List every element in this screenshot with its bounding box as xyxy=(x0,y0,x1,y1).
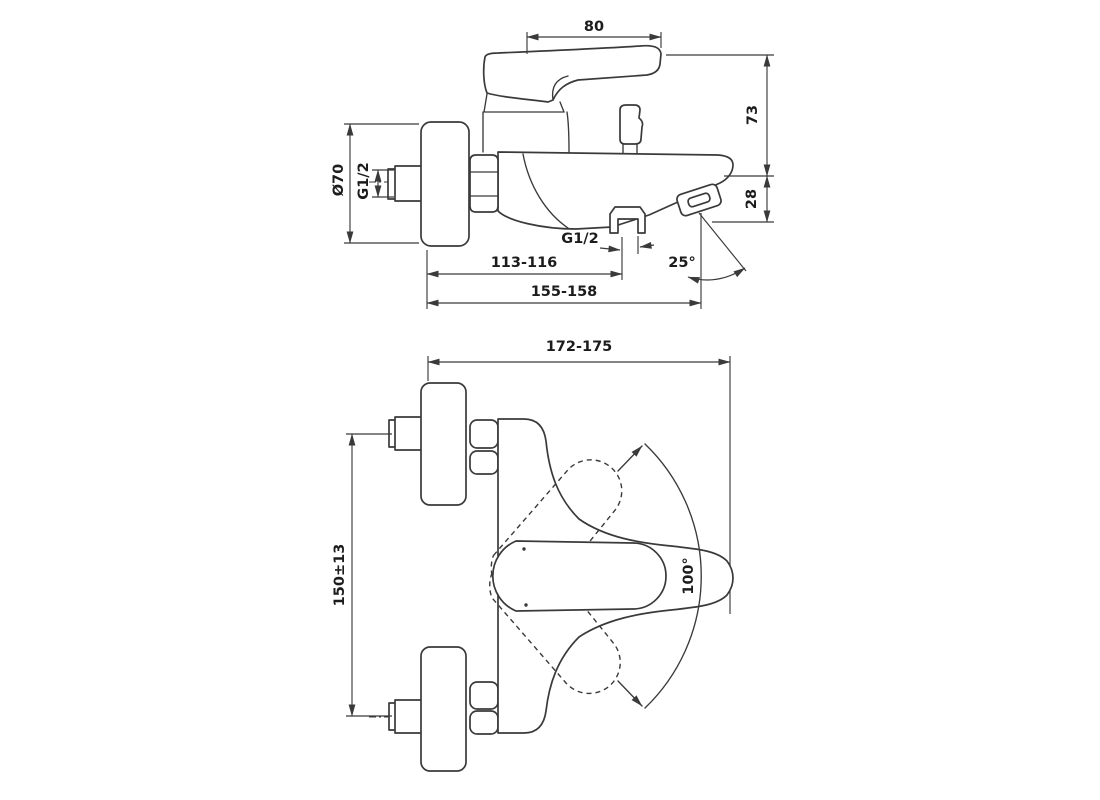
dim-label-overall-width: 172-175 xyxy=(546,339,613,355)
dim-100-ray-bottom xyxy=(617,680,643,707)
inlet-pipe-nipple xyxy=(394,165,424,202)
plan-nut-bottom-1 xyxy=(469,681,499,710)
dim-label-outlet-thread: G1/2 xyxy=(561,231,598,247)
hex-nut-facets xyxy=(469,171,499,197)
dim-label-spout-angle: 25° xyxy=(668,255,695,271)
handle-swing-position-up xyxy=(490,459,623,604)
handle-mark-bottom xyxy=(524,603,528,607)
dim-label-outlet-offset: 113-116 xyxy=(491,255,558,271)
body-spout-junction-line xyxy=(522,153,569,229)
dim-100-arc xyxy=(644,443,702,709)
dim-70-extension-lines xyxy=(344,123,419,244)
plan-view-dimensions: 172-175 150±13 100° xyxy=(332,339,731,717)
plan-inlet-pipe-bottom xyxy=(394,699,424,734)
plan-nut-top-2 xyxy=(469,450,499,475)
shower-hose-outlet xyxy=(609,206,646,234)
plan-nut-bottom-2 xyxy=(469,710,499,735)
plan-view: 172-175 150±13 100° xyxy=(332,339,734,772)
handle-swing-position-down xyxy=(489,549,621,695)
lever-handle-inner-line xyxy=(551,75,569,101)
faucet-body xyxy=(497,151,734,230)
hex-nut xyxy=(469,154,499,213)
dim-label-flange-diameter: Ø70 xyxy=(331,164,347,197)
cartridge-housing xyxy=(482,111,570,153)
diverter-knob xyxy=(619,104,644,145)
dim-g12-outlet-arrow-right xyxy=(639,242,655,249)
dim-label-handle-width: 80 xyxy=(584,19,604,35)
dim-label-inlet-thread: G1/2 xyxy=(356,162,372,199)
wall-escutcheon xyxy=(420,121,470,247)
side-view-dimensions: 80 73 28 Ø70 G1/2 G1/2 113-116 xyxy=(331,19,774,309)
aerator xyxy=(676,183,722,217)
diverter-knob-stem xyxy=(622,143,638,154)
plan-nut-top-1 xyxy=(469,419,499,449)
dim-label-inlet-centers: 150±13 xyxy=(332,544,348,607)
plan-inlet-pipe-top xyxy=(394,416,424,451)
dim-150-extension-lines xyxy=(346,433,392,717)
plan-escutcheon-top xyxy=(420,382,467,506)
dim-label-body-height: 73 xyxy=(745,105,761,125)
dim-100-swing xyxy=(617,443,702,709)
dim-25-angle-arc xyxy=(687,267,746,284)
side-view: 80 73 28 Ø70 G1/2 G1/2 113-116 xyxy=(331,19,774,309)
dim-100-ray-top xyxy=(617,445,643,472)
handle-collar xyxy=(483,93,565,113)
plan-pipe-centerlines xyxy=(369,433,394,718)
dim-25-angle-ray xyxy=(698,212,747,272)
dim-label-spout-drop: 28 xyxy=(744,189,760,209)
lever-handle xyxy=(482,44,662,103)
handle-mark-top xyxy=(522,547,526,551)
plan-lever-handle xyxy=(491,540,667,612)
dim-label-handle-swing: 100° xyxy=(681,557,697,595)
plan-escutcheon-bottom xyxy=(420,646,467,772)
dim-label-spout-reach: 155-158 xyxy=(531,284,598,300)
dim-g12-outlet-arrow-left xyxy=(599,245,621,253)
